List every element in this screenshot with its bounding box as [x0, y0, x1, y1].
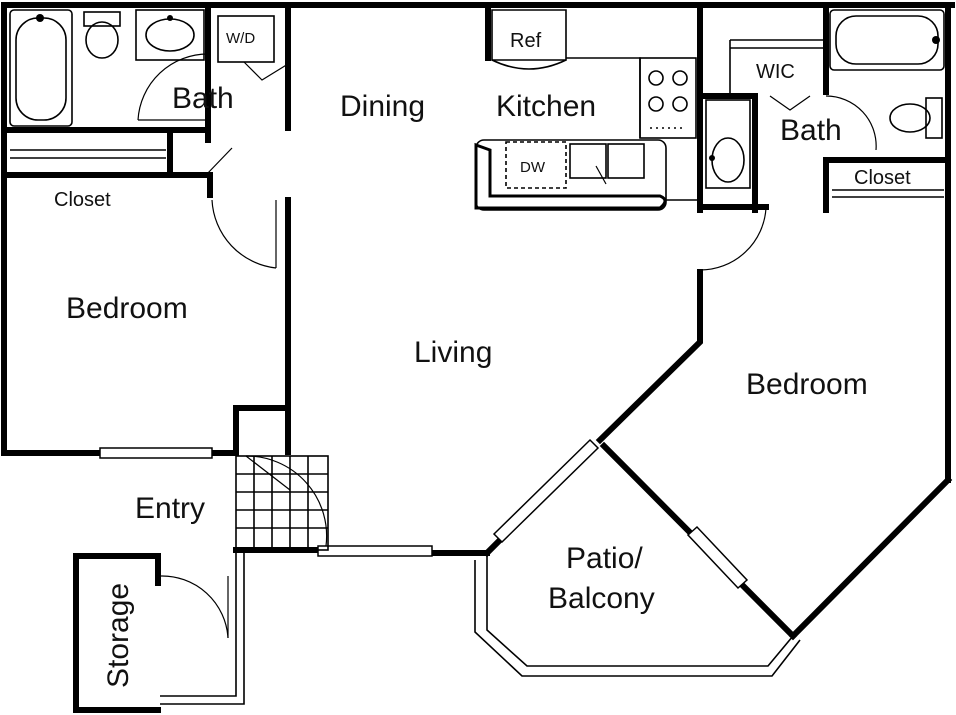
- sink-icon: [135, 9, 205, 61]
- doors: [137, 53, 877, 639]
- label-walk-in-closet: WIC: [756, 61, 795, 83]
- label-kitchen: Kitchen: [496, 90, 596, 123]
- vanity-sink-icon: [705, 99, 751, 189]
- kitchen-sink-icon: [569, 143, 607, 179]
- right-bath-fixtures: [705, 9, 945, 189]
- label-balcony: Balcony: [548, 582, 655, 615]
- closet-rods: [10, 149, 944, 198]
- label-washer-dryer: W/D: [226, 30, 255, 47]
- entry-tile: [235, 455, 329, 551]
- label-closet-left: Closet: [54, 189, 111, 211]
- bathtub-right-icon: [829, 9, 945, 71]
- label-dining: Dining: [340, 90, 425, 123]
- window-patio-bedroom: [686, 525, 749, 590]
- label-bedroom-right: Bedroom: [746, 368, 868, 401]
- range-icon: [639, 57, 697, 139]
- washer-dryer-icon: [217, 15, 275, 63]
- dishwasher-icon: [505, 141, 567, 189]
- window-living: [317, 545, 433, 557]
- label-living: Living: [414, 336, 492, 369]
- label-dishwasher: DW: [520, 159, 546, 176]
- toilet-icon: [85, 21, 119, 59]
- toilet-right-icon: [889, 103, 931, 133]
- label-entry: Entry: [135, 492, 205, 525]
- label-bath-right: Bath: [780, 114, 842, 147]
- label-closet-right: Closet: [854, 167, 911, 189]
- label-patio: Patio/: [566, 542, 643, 575]
- bathtub-icon: [9, 9, 73, 127]
- kitchen-fixtures: [474, 9, 700, 211]
- label-bath-left: Bath: [172, 82, 234, 115]
- windows: [99, 438, 749, 590]
- window-patio-living: [492, 438, 600, 544]
- window-left-bedroom: [99, 447, 213, 459]
- left-bath-fixtures: [9, 9, 275, 127]
- label-storage: Storage: [102, 583, 135, 688]
- label-refrigerator: Ref: [510, 30, 542, 52]
- label-bedroom-left: Bedroom: [66, 292, 188, 325]
- room-labels: Bath W/D Dining Ref Kitchen DW WIC Bath …: [54, 30, 911, 688]
